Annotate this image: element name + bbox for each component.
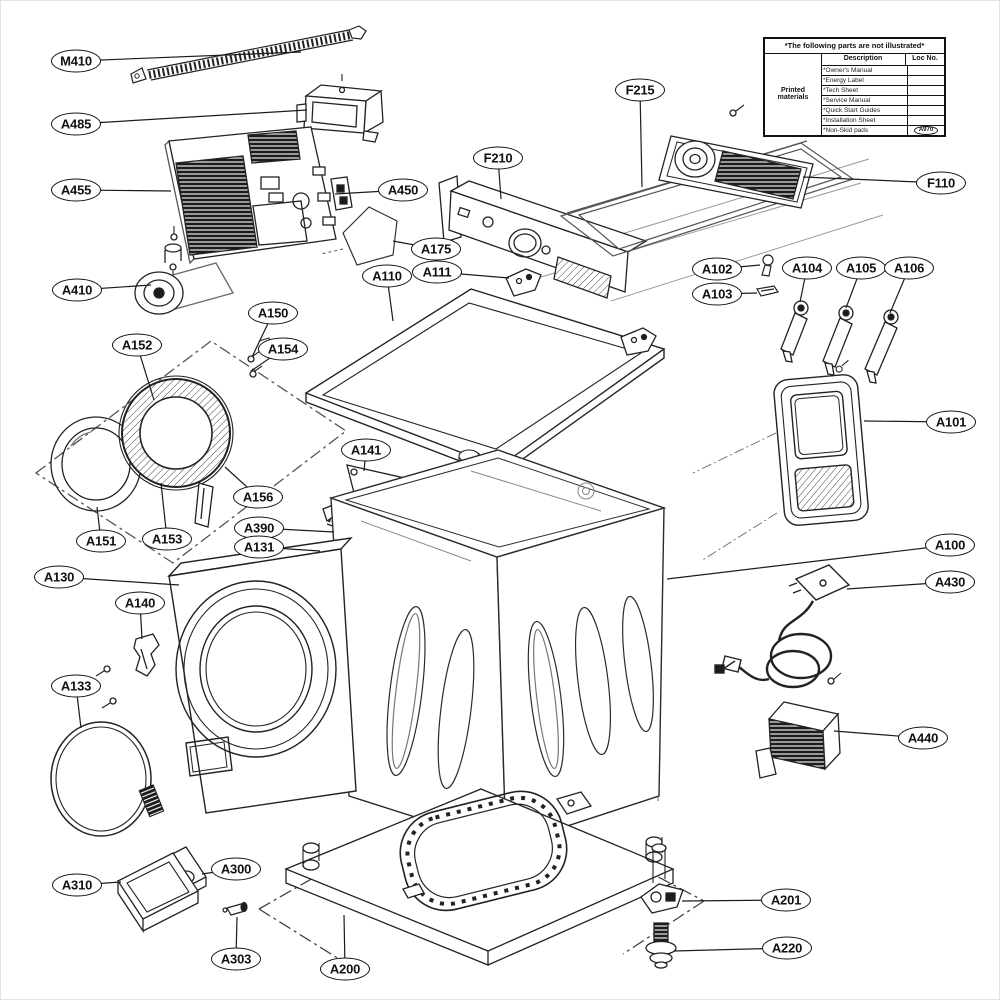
part-a175-sheet (342, 206, 398, 266)
row-loc (908, 96, 944, 105)
part-label-A485: A485 (51, 112, 101, 136)
part-label-A410: A410 (52, 278, 102, 302)
not-illustrated-table: *The following parts are not illustrated… (763, 37, 946, 137)
leader-A100 (666, 544, 951, 580)
part-a104-a105-a106-dampers (780, 300, 899, 384)
row-loc (908, 76, 944, 85)
part-a130-front-panel (167, 537, 357, 814)
part-label-A450: A450 (378, 178, 428, 202)
column-header-description: Description (821, 53, 906, 65)
row-description: *Tech Sheet (821, 86, 908, 95)
part-label-A200: A200 (320, 957, 370, 981)
part-label-A153: A153 (142, 527, 192, 551)
part-a303-screw (222, 901, 248, 916)
part-label-A300: A300 (211, 857, 261, 881)
part-label-A111: A111 (412, 260, 462, 284)
part-label-A133: A133 (51, 674, 101, 698)
row-loc (908, 66, 944, 75)
leader-F215 (639, 89, 643, 188)
leader-A485 (75, 109, 308, 125)
part-label-A455: A455 (51, 178, 101, 202)
row-description: *Non-Skid pads (821, 126, 908, 135)
part-a485-box (296, 74, 384, 143)
part-label-A303: A303 (211, 947, 261, 971)
row-description: *Installation Sheet (821, 116, 908, 125)
part-label-A154: A154 (258, 337, 308, 361)
part-label-A150: A150 (248, 301, 298, 325)
part-a455-a450-pcb-assembly (164, 126, 353, 280)
part-label-A101: A101 (926, 410, 976, 434)
part-label-F110: F110 (916, 171, 966, 195)
part-label-A100: A100 (925, 533, 975, 557)
table-rows: *Owner's Manual *Energy Label *Tech Shee… (821, 66, 944, 135)
row-loc (908, 86, 944, 95)
part-f210-control-panel (438, 175, 648, 299)
part-a111-hinge-brackets (505, 268, 657, 356)
part-label-A310: A310 (52, 873, 102, 897)
part-label-A175: A175 (411, 237, 461, 261)
part-label-A430: A430 (925, 570, 975, 594)
table-row: *Quick Start Guides (821, 106, 944, 116)
part-label-A220: A220 (762, 936, 812, 960)
part-a220-leveling-foot (645, 922, 677, 969)
part-f110-display-pcb (658, 104, 814, 209)
part-label-A104: A104 (782, 256, 832, 280)
loc-no-oval: A970 (913, 126, 939, 135)
row-description: *Owner's Manual (821, 66, 908, 75)
row-description: *Service Manual (821, 96, 908, 105)
table-title: *The following parts are not illustrated… (765, 39, 944, 54)
part-a310-a300-dispenser (117, 846, 207, 934)
table-row: *Installation Sheet (821, 116, 944, 126)
column-header-loc-no: Loc No. (912, 55, 938, 62)
part-label-A151: A151 (76, 529, 126, 553)
part-a140-hinge (95, 633, 160, 709)
part-label-A105: A105 (836, 256, 886, 280)
table-row: *Non-Skid pads A970 (821, 126, 944, 135)
part-a200-base (284, 788, 675, 966)
part-a133-clamp-ring (50, 721, 165, 837)
row-loc: A970 (908, 126, 944, 135)
part-label-F215: F215 (615, 78, 665, 102)
part-label-F210: F210 (473, 146, 523, 170)
row-loc (908, 116, 944, 125)
table-row: *Tech Sheet (821, 86, 944, 96)
part-label-M410: M410 (51, 49, 101, 73)
part-label-A103: A103 (692, 282, 742, 306)
part-a100-cabinet (328, 449, 667, 847)
table-group-label: Printed materials (765, 53, 822, 135)
row-loc (908, 106, 944, 115)
part-label-A152: A152 (112, 333, 162, 357)
table-row: *Owner's Manual (821, 66, 944, 76)
part-a102-a103-small-parts (756, 254, 779, 297)
part-label-A141: A141 (341, 438, 391, 462)
part-a440-noise-filter (755, 672, 842, 779)
part-a201-bracket (640, 843, 684, 914)
table-row: *Energy Label (821, 76, 944, 86)
part-label-A131: A131 (234, 535, 284, 559)
leader-M410 (75, 51, 302, 62)
table-row: *Service Manual (821, 96, 944, 106)
part-label-A110: A110 (362, 264, 412, 288)
part-label-A106: A106 (884, 256, 934, 280)
part-a410-round-assembly (134, 226, 234, 315)
row-description: *Quick Start Guides (821, 106, 908, 115)
part-label-A156: A156 (233, 485, 283, 509)
row-description: *Energy Label (821, 76, 908, 85)
part-label-A102: A102 (692, 257, 742, 281)
part-door-assembly (34, 337, 348, 564)
part-m410-top-rail (130, 25, 367, 84)
part-a101-rear-frame (773, 359, 869, 526)
part-a430-power-cord (714, 564, 851, 689)
part-label-A201: A201 (761, 888, 811, 912)
part-label-A440: A440 (898, 726, 948, 750)
part-label-A130: A130 (34, 565, 84, 589)
part-label-A140: A140 (115, 591, 165, 615)
